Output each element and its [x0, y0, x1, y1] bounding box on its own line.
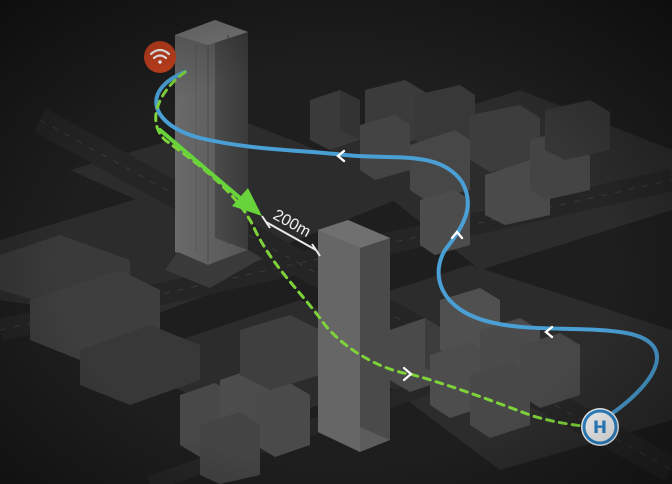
tall-tower [165, 20, 262, 288]
signal-marker[interactable] [144, 41, 176, 73]
hospital-marker[interactable]: H [581, 408, 619, 446]
mid-tower [318, 220, 390, 452]
hospital-h-icon: H [593, 418, 607, 438]
